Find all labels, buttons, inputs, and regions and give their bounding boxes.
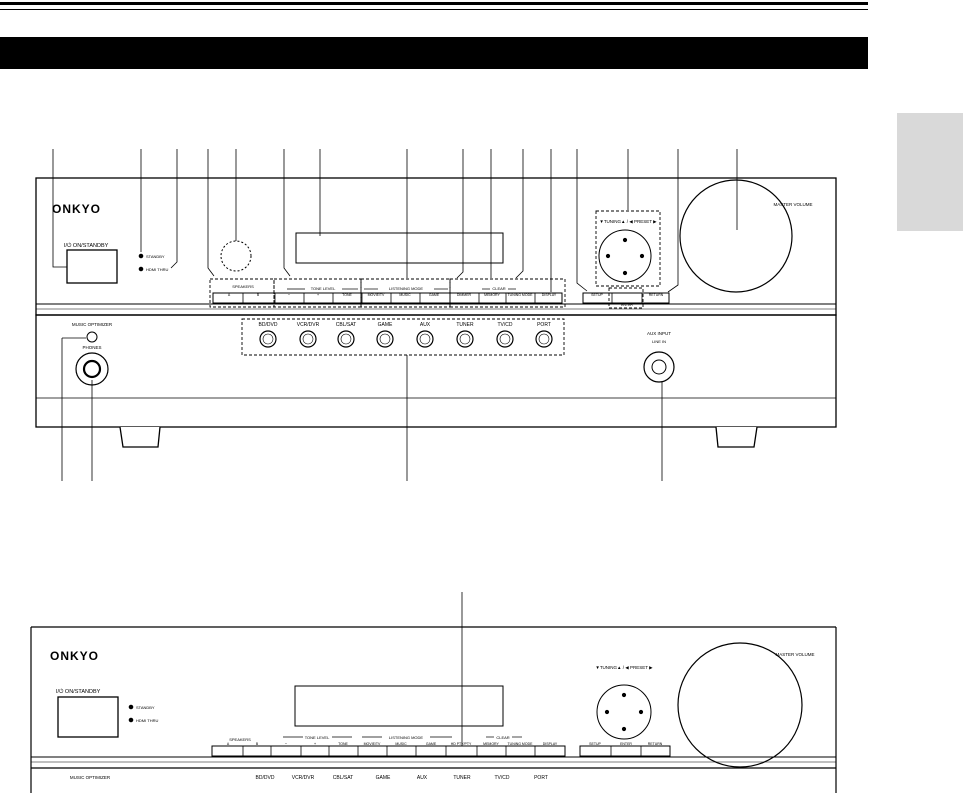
line-in-label: LINE IN: [652, 339, 666, 344]
setup-label: SETUP: [591, 293, 603, 297]
input-selector-label-bottom: BD/DVD: [256, 775, 275, 781]
standby-label: STANDBY: [146, 254, 165, 259]
callout-lines-top: [52, 149, 738, 746]
input-selector-label: PORT: [537, 322, 551, 328]
input-selector-label: GAME: [378, 322, 393, 328]
brand-logo-bottom: ONKYO: [50, 649, 99, 663]
setup-label-bottom: SETUP: [589, 742, 601, 746]
input-selector-label-bottom: PORT: [534, 775, 548, 781]
speaker-b-label: B: [257, 293, 260, 297]
game-mode-label: GAME: [429, 293, 440, 297]
tuning-mode-label-bottom: TUNING MODE: [508, 742, 534, 746]
clear-label: CLEAR: [492, 286, 505, 291]
memory-label: MEMORY: [484, 293, 500, 297]
input-selector-label-bottom: AUX: [417, 775, 428, 781]
tuning-mode-label: TUNING MODE: [508, 293, 534, 297]
speakers-label: SPEAKERS: [232, 284, 254, 289]
standby-label-bottom: STANDBY: [136, 705, 155, 710]
tone-label: TONE: [342, 293, 352, 297]
music-optimizer-label: MUSIC OPTIMIZER: [72, 322, 113, 327]
clear-label-bottom: CLEAR: [496, 735, 509, 740]
memory-label-bottom: MEMORY: [483, 742, 499, 746]
input-selector-label: VCR/DVR: [297, 322, 320, 328]
tone-minus-label-bottom: −: [285, 741, 288, 746]
aux-input-label: AUX INPUT: [647, 331, 671, 336]
display-label: DISPLAY: [542, 293, 557, 297]
chapter-side-tab: [897, 113, 963, 231]
input-selector-label: TV/CD: [498, 322, 513, 328]
music-label: MUSIC: [399, 293, 411, 297]
receiver-bottom: [30, 626, 837, 793]
music-label-bottom: MUSIC: [395, 742, 407, 746]
enter-label: ENTER: [621, 303, 633, 307]
header-rule-thin: [0, 9, 868, 10]
tone-minus-label: −: [288, 292, 291, 297]
header-rule-thick: [0, 2, 868, 5]
return-label-bottom: RETURN: [648, 742, 663, 746]
speaker-b-label-bottom: B: [256, 742, 259, 746]
speaker-a-label: A: [228, 293, 231, 297]
phones-label: PHONES: [82, 345, 101, 350]
tone-label-bottom: TONE: [338, 742, 348, 746]
listening-mode-label-bottom: LISTENING MODE: [389, 735, 424, 740]
master-volume-label: MASTER VOLUME: [773, 202, 812, 207]
enter-label-bottom: ENTER: [620, 742, 632, 746]
tone-level-label-bottom: TONE LEVEL: [305, 735, 330, 740]
input-selector-label: BD/DVD: [259, 322, 278, 328]
tone-plus-label-bottom: +: [314, 741, 317, 746]
tone-level-label: TONE LEVEL: [311, 286, 336, 291]
power-label-bottom: I/⏻ ON/STANDBY: [56, 688, 101, 695]
power-label: I/⏻ ON/STANDBY: [64, 242, 109, 249]
input-selector-label-bottom: VCR/DVR: [292, 775, 315, 781]
brand-logo: ONKYO: [52, 202, 101, 216]
receiver-top: [35, 177, 837, 448]
master-volume-label-bottom: MASTER VOLUME: [775, 652, 814, 657]
speaker-a-label-bottom: A: [227, 742, 230, 746]
tuning-preset-label-bottom: ▼TUNING▲ / ◀ PRESET ▶: [595, 665, 653, 670]
input-selector-label-bottom: GAME: [376, 775, 391, 781]
listening-mode-label: LISTENING MODE: [389, 286, 424, 291]
tuning-preset-label: ▼TUNING▲ / ◀ PRESET ▶: [599, 219, 657, 224]
movie-tv-label: MOVIE/TV: [368, 293, 385, 297]
music-optimizer-label-bottom: MUSIC OPTIMIZER: [70, 775, 111, 780]
return-label: RETURN: [649, 293, 664, 297]
hd-ptt-label: HD PTY/PTY: [451, 742, 472, 746]
speakers-label-bottom: SPEAKERS: [229, 737, 251, 742]
dimmer-label: DIMMER: [457, 293, 472, 297]
tone-plus-label: +: [317, 292, 320, 297]
game-mode-label-bottom: GAME: [426, 742, 437, 746]
movie-tv-label-bottom: MOVIE/TV: [364, 742, 381, 746]
input-selector-label-bottom: CBL/SAT: [333, 775, 353, 781]
hdmi-thru-label: HDMI THRU: [146, 267, 168, 272]
display-label-bottom: DISPLAY: [543, 742, 558, 746]
section-title-bar: [0, 37, 868, 69]
input-selector-label: AUX: [420, 322, 431, 328]
input-selector-label: CBL/SAT: [336, 322, 356, 328]
input-selector-label-bottom: TV/CD: [495, 775, 510, 781]
hdmi-thru-label-bottom: HDMI THRU: [136, 718, 158, 723]
input-selector-label: TUNER: [456, 322, 474, 328]
input-selector-label-bottom: TUNER: [453, 775, 471, 781]
